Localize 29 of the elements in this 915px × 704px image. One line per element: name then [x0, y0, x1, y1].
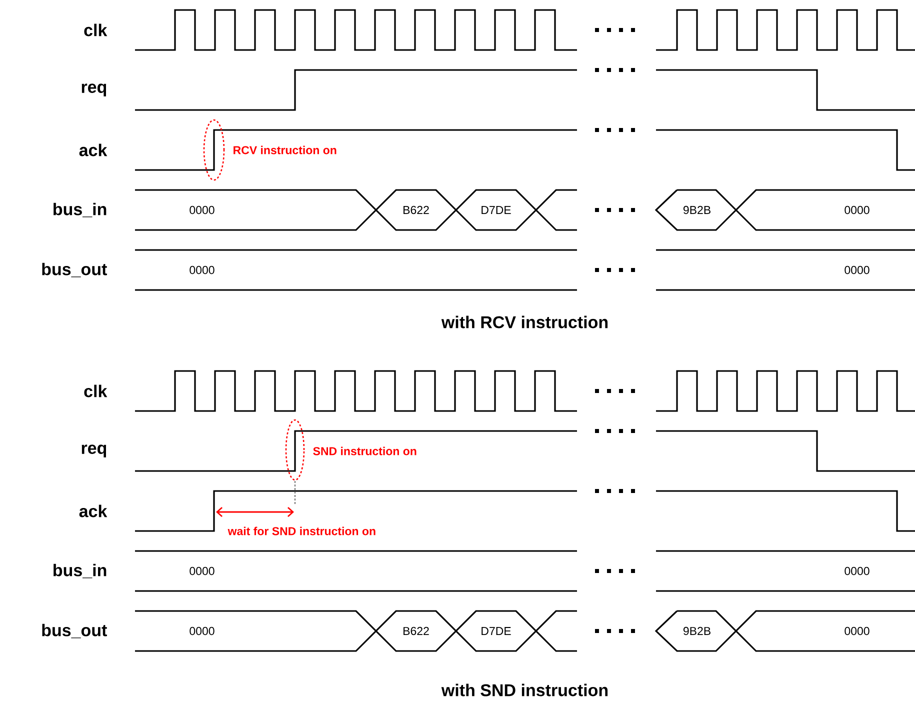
- bus-value: 0000: [844, 626, 870, 636]
- bus-value: 0000: [844, 206, 870, 214]
- signal-name: req: [82, 84, 106, 96]
- signal-name: bus_in: [54, 564, 106, 578]
- bus-value: 0000: [190, 566, 214, 576]
- annotation: RCV instruction on: [234, 146, 336, 154]
- bus-value: 9B2B: [683, 626, 710, 636]
- signal-name: ack: [79, 144, 108, 156]
- bus-value: 0000: [190, 266, 214, 274]
- caption: with RCV instruction: [441, 316, 608, 328]
- signal-name: bus_in: [54, 202, 106, 218]
- annotation: wait for SND instruction on: [228, 526, 376, 536]
- caption: with SND instruction: [441, 684, 608, 696]
- bus-value: D7DE: [482, 206, 511, 214]
- signal-name: bus_out: [42, 262, 107, 278]
- bus-value: 0000: [190, 206, 214, 214]
- bus-value: D7DE: [482, 627, 511, 635]
- bus-value: B622: [404, 626, 429, 636]
- bus-value: 9B2B: [683, 206, 710, 214]
- bus-value: 0000: [844, 266, 870, 274]
- signal-name: clk: [84, 24, 108, 36]
- bus-value: 0000: [190, 626, 214, 636]
- signal-name: ack: [79, 504, 108, 518]
- signal-name: req: [82, 444, 106, 458]
- annotation: SND instruction on: [313, 446, 416, 456]
- bus-value: 0000: [844, 566, 870, 576]
- signal-name: bus_out: [42, 624, 107, 638]
- bus-value: B622: [404, 206, 429, 214]
- signal-name: clk: [84, 384, 108, 398]
